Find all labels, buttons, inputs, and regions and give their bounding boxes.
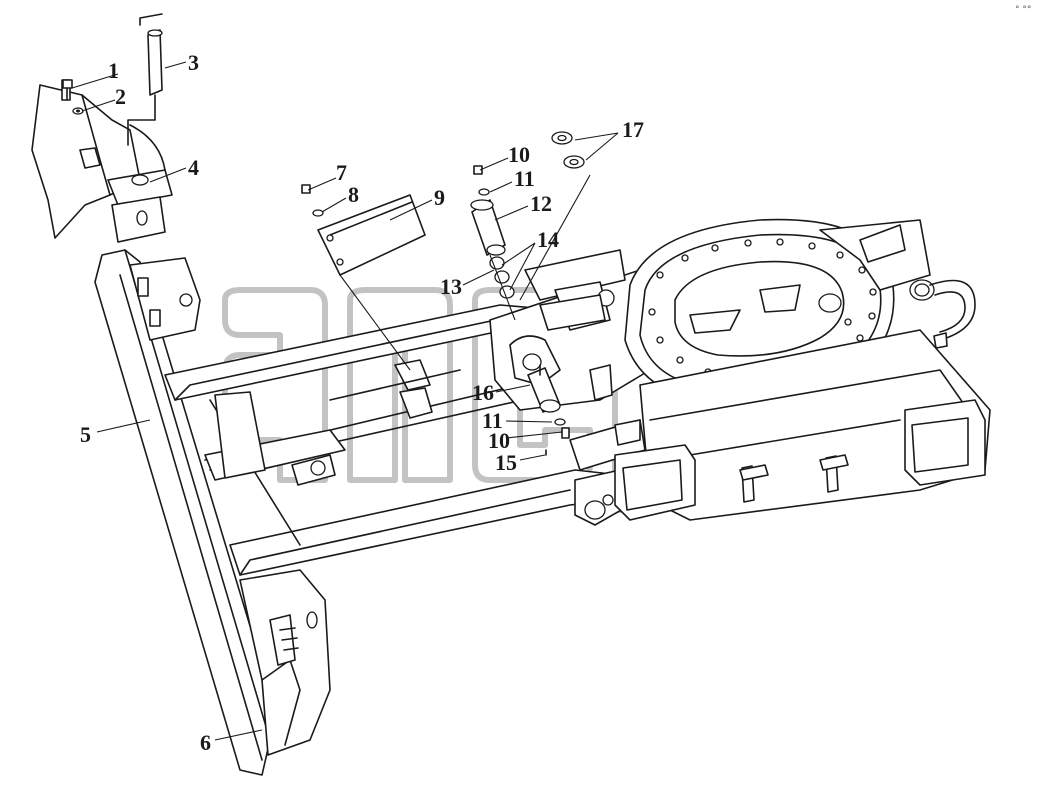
callout-12: 12 xyxy=(530,191,552,216)
callout-3: 3 xyxy=(188,50,199,75)
callouts: 1 2 3 4 5 6 7 8 9 10 11 12 13 14 16 11 1… xyxy=(80,50,644,755)
pin-part-3 xyxy=(127,13,163,146)
leader-lines xyxy=(71,61,619,741)
corner-mark: ° °° xyxy=(1015,5,1031,15)
callout-1: 1 xyxy=(108,58,119,83)
callout-10-upper: 10 xyxy=(508,142,530,167)
dozer-blade xyxy=(94,249,287,776)
callout-16: 16 xyxy=(472,380,494,405)
upper-blade-end xyxy=(31,79,173,243)
callout-6: 6 xyxy=(200,730,211,755)
lower-blade-end xyxy=(239,569,331,756)
callout-15: 15 xyxy=(495,450,517,475)
callout-13: 13 xyxy=(440,274,462,299)
washers-part-17 xyxy=(519,131,591,301)
callout-17: 17 xyxy=(622,117,644,142)
callout-9: 9 xyxy=(434,185,445,210)
cover-plate-part-9 xyxy=(301,184,426,371)
callout-5: 5 xyxy=(80,422,91,447)
callout-4: 4 xyxy=(188,155,199,180)
bolt-part-1 xyxy=(62,79,84,115)
callout-14: 14 xyxy=(537,227,559,252)
callout-8: 8 xyxy=(348,182,359,207)
pin-part-16 xyxy=(527,364,570,456)
main-frame xyxy=(129,218,991,576)
callout-7: 7 xyxy=(336,160,347,185)
callout-11-lower: 11 xyxy=(482,408,503,433)
pin-part-12 xyxy=(470,165,516,321)
callout-2: 2 xyxy=(115,84,126,109)
callout-11-upper: 11 xyxy=(514,166,535,191)
callout-10-lower: 10 xyxy=(488,428,510,453)
